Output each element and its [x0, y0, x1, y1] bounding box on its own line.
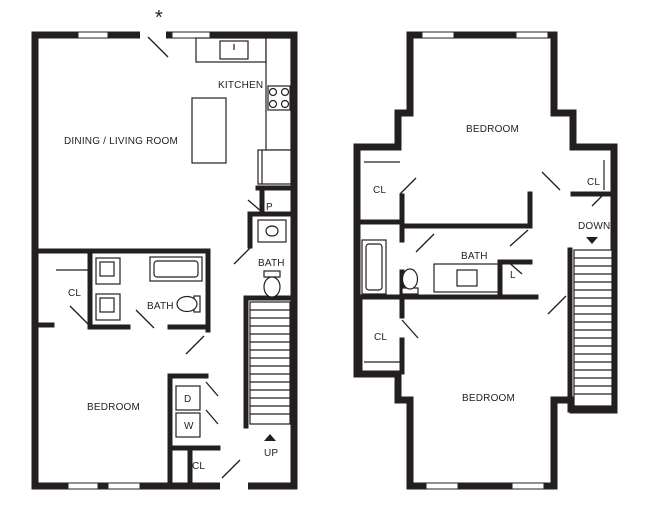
kitchen-island	[191, 97, 227, 164]
closet-door	[401, 319, 419, 339]
window	[171, 31, 211, 39]
linen-door	[509, 229, 529, 247]
label-up: UP	[264, 448, 278, 459]
room-labels: * KITCHEN DINING / LIVING ROOM P BATH CL…	[64, 7, 610, 472]
bedroom-door	[185, 335, 205, 355]
label-main-bath: BATH	[258, 258, 285, 269]
label-pantry: P	[266, 202, 273, 213]
laundry-door	[205, 409, 219, 425]
second-floor	[353, 31, 618, 490]
down-arrow-icon	[586, 237, 598, 244]
label-lower-bath: BATH	[147, 301, 174, 312]
bedroom-door	[541, 171, 561, 191]
label-down: DOWN	[578, 221, 610, 232]
up-arrow-icon	[264, 434, 276, 441]
label-dryer: D	[184, 394, 191, 405]
entry-marker-icon: *	[155, 7, 163, 29]
closet-door	[591, 191, 607, 207]
staircase-down	[573, 249, 613, 407]
staircase-up	[249, 301, 291, 425]
label-dining-living-room: DINING / LIVING ROOM	[64, 136, 178, 147]
toilet-tank	[263, 270, 281, 278]
closet-door	[399, 177, 417, 195]
stove	[267, 85, 291, 111]
bath-vanity	[257, 219, 287, 243]
label-washer: W	[184, 421, 194, 432]
bath-door	[233, 247, 251, 265]
label-closet: CL	[68, 288, 81, 299]
first-floor-exterior-wall	[31, 31, 298, 490]
window	[107, 482, 141, 490]
label-upper-closet-right: CL	[587, 177, 600, 188]
dryer	[175, 385, 201, 411]
toilet	[263, 276, 281, 298]
window	[67, 482, 99, 490]
label-linen: L	[510, 270, 516, 281]
window	[425, 482, 459, 490]
label-bottom-closet: CL	[192, 461, 205, 472]
window	[515, 31, 549, 39]
bath-door	[415, 233, 435, 253]
bedroom-door	[547, 295, 567, 315]
first-floor	[31, 30, 298, 491]
laundry-door	[205, 381, 219, 397]
label-upper-bedroom-bottom: BEDROOM	[462, 393, 515, 404]
linen-door	[505, 259, 523, 275]
label-upper-closet-left: CL	[373, 185, 386, 196]
bath-door	[135, 309, 155, 329]
entry-door	[147, 36, 169, 58]
closet-door	[221, 459, 241, 479]
window	[77, 31, 109, 39]
toilet	[401, 268, 419, 290]
pantry-door	[247, 199, 263, 213]
label-upper-bedroom-top: BEDROOM	[466, 124, 519, 135]
stair-treads	[250, 309, 290, 415]
washer	[175, 412, 201, 438]
label-upper-bath: BATH	[461, 251, 488, 262]
toilet	[176, 295, 198, 313]
window	[421, 31, 455, 39]
refrigerator	[257, 149, 292, 185]
label-upper-closet-mid: CL	[374, 332, 387, 343]
window	[511, 482, 545, 490]
label-kitchen: KITCHEN	[218, 80, 263, 91]
second-floor-exterior-wall	[353, 31, 618, 490]
closet-door	[69, 305, 91, 327]
stair-treads	[574, 257, 612, 395]
label-lower-bedroom: BEDROOM	[87, 402, 140, 413]
